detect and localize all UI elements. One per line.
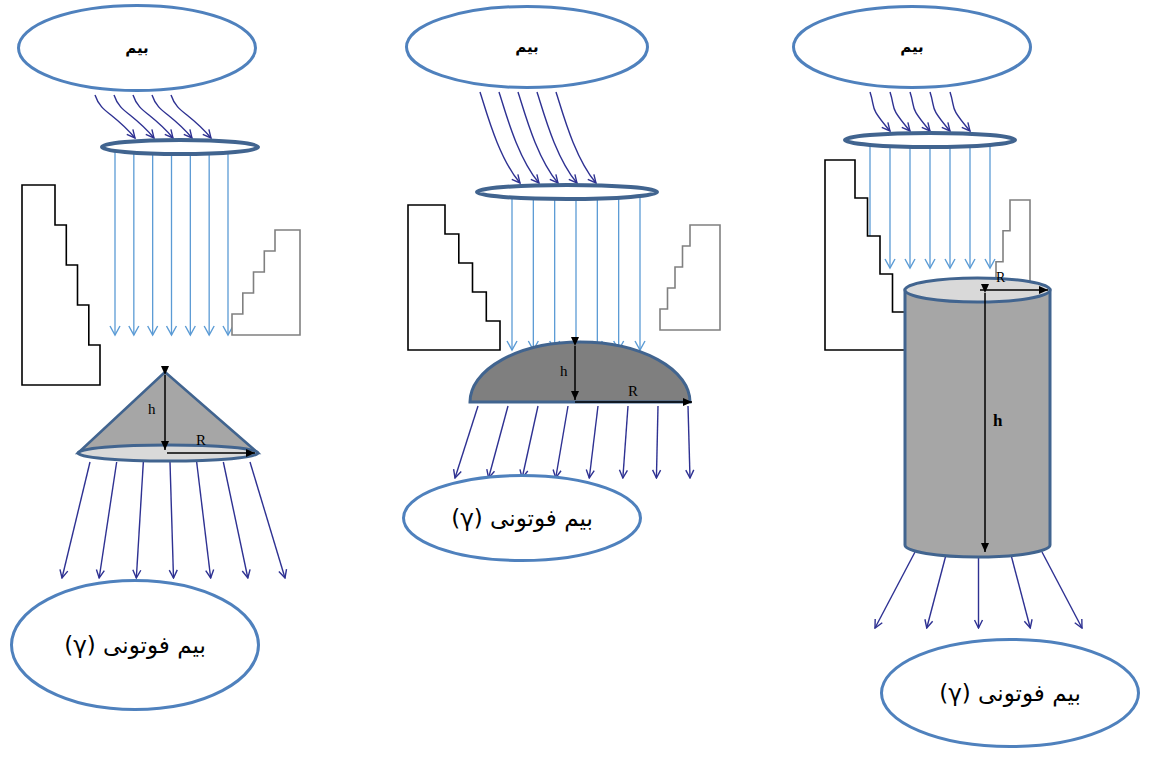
parallel-beam-arrow: [575, 197, 576, 350]
cone-target: [78, 372, 258, 453]
photon-beam-arrow: [489, 406, 508, 478]
incoming-beam-arrow: [950, 92, 970, 131]
photon-beam-arrow: [688, 406, 690, 478]
incoming-beam-arrow: [152, 95, 192, 138]
parallel-beam-arrow: [152, 152, 153, 335]
beam-ellipse: بیم فوتونی (γ): [10, 579, 260, 711]
ellipse-border: [404, 476, 641, 561]
photon-beam-arrow: [556, 406, 568, 478]
radius-dimension: [980, 289, 1048, 291]
collimator-jaw: [22, 185, 100, 385]
dimension-label: h: [148, 402, 156, 417]
photon-beam-arrow: [197, 462, 211, 578]
parallel-beam-arrow: [618, 197, 619, 350]
beam-label: بیم: [515, 38, 539, 56]
collimator-jaw: [660, 225, 720, 330]
photon-beam-arrow: [62, 462, 90, 578]
parallel-beam-arrow: [639, 197, 640, 350]
beam-ellipse: بیم: [17, 4, 257, 92]
parallel-beam-arrow: [949, 145, 950, 268]
parallel-beam-arrow: [989, 145, 990, 268]
cylinder-target: [905, 290, 1050, 557]
parallel-beam-arrow: [227, 152, 228, 335]
photon-beam-arrow: [623, 406, 628, 478]
incoming-beam-arrow: [133, 95, 173, 138]
incoming-beam-arrow: [910, 92, 930, 131]
photon-beam-arrow: [978, 552, 979, 628]
photon-beam-arrow: [223, 462, 248, 578]
beam-label: بیم فوتونی (γ): [451, 505, 593, 531]
collimator-jaw: [408, 205, 500, 350]
parallel-beam-arrow: [133, 152, 134, 335]
photon-beam-arrow: [1042, 552, 1082, 628]
height-dimension: [164, 375, 166, 450]
beam-label: بیم: [125, 39, 149, 57]
ellipse-border: [12, 581, 259, 710]
incoming-beam-arrow: [171, 95, 211, 138]
parallel-beam-arrow: [889, 145, 890, 268]
photon-beam-arrow: [927, 552, 947, 628]
cylinder-top: [905, 278, 1050, 302]
height-dimension: [984, 293, 986, 552]
radius-dimension: [167, 452, 255, 454]
parallel-beam-arrow: [209, 152, 210, 335]
parallel-beam-arrow: [929, 145, 930, 268]
dimension-label: R: [996, 271, 1005, 285]
beam-label: بیم فوتونی (γ): [939, 680, 1081, 706]
ellipse-border: [407, 7, 648, 88]
parallel-beam-arrow: [969, 145, 970, 268]
parallel-beam-arrow: [909, 145, 910, 268]
photon-beam-arrow: [455, 406, 478, 478]
parallel-beam-arrow: [597, 197, 598, 350]
incoming-beam-arrow: [556, 92, 596, 183]
dome-target: [470, 342, 690, 402]
beam-label: بیم فوتونی (γ): [64, 632, 206, 658]
photon-beam-arrow: [250, 462, 285, 578]
photon-beam-arrow: [875, 552, 915, 628]
beam-window: [102, 140, 258, 154]
collimator-jaw: [825, 160, 905, 350]
photon-beam-arrow: [170, 462, 174, 578]
dimension-label: R: [196, 433, 206, 448]
photon-beam-arrow: [656, 406, 658, 478]
dimension-label: h: [993, 412, 1002, 429]
ellipse-border: [19, 6, 256, 91]
incoming-beam-arrow: [114, 95, 154, 138]
cone-base: [78, 445, 258, 461]
incoming-beam-arrow: [870, 92, 890, 131]
parallel-beam-arrow: [511, 197, 512, 350]
collimator-jaw: [232, 230, 300, 335]
beam-ellipse: بیم فوتونی (γ): [880, 638, 1140, 748]
photon-beam-arrow: [522, 406, 538, 478]
photon-beam-arrow: [1010, 552, 1030, 628]
beam-window: [845, 133, 1015, 147]
height-dimension: [574, 346, 576, 400]
parallel-beam-arrow: [533, 197, 534, 350]
ellipse-border: [882, 640, 1139, 747]
photon-beam-arrow: [136, 462, 143, 578]
parallel-beam-arrow: [190, 152, 191, 335]
dimension-label: h: [560, 364, 568, 379]
photon-beam-arrow: [99, 462, 117, 578]
beam-ellipse: بیم: [405, 5, 649, 89]
parallel-beam-arrow: [171, 152, 172, 335]
incoming-beam-arrow: [930, 92, 950, 131]
parallel-beam-arrow: [554, 197, 555, 350]
ellipse-border: [794, 7, 1031, 88]
radius-dimension: [575, 401, 692, 403]
parallel-beam-arrow: [114, 152, 115, 335]
incoming-beam-arrow: [890, 92, 910, 131]
beam-ellipse: بیم: [792, 5, 1032, 89]
beam-window: [477, 185, 657, 199]
incoming-beam-arrow: [95, 95, 135, 138]
beam-ellipse: بیم فوتونی (γ): [402, 474, 642, 562]
beam-label: بیم: [900, 38, 924, 56]
dimension-label: R: [628, 384, 638, 399]
photon-beam-arrow: [589, 406, 598, 478]
